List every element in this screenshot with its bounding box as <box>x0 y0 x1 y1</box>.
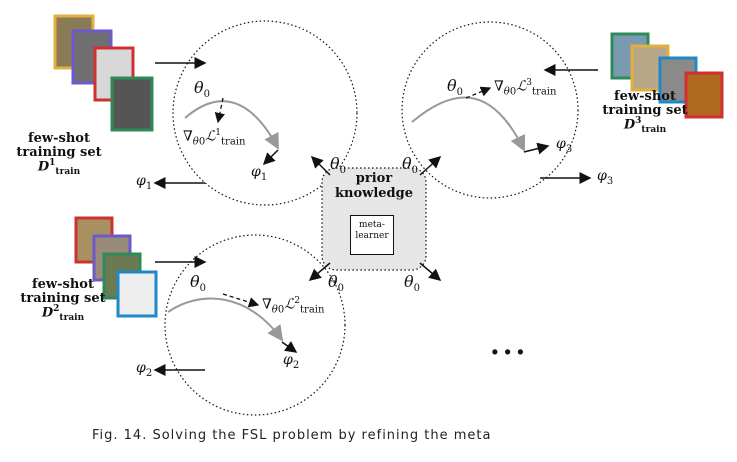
phi-output-label-3: φ3 <box>597 168 614 187</box>
theta-label-prior-tl: θ0 <box>330 154 347 177</box>
training-set-title-2: few-shot training set <box>20 277 106 306</box>
phi-label-circle-1: φ1 <box>251 164 268 183</box>
dataset-symbol-2: D2train <box>41 304 85 324</box>
theta-label-circle-3: θ0 <box>447 76 464 99</box>
training-set-label-1: few-shot training set D1train <box>8 132 110 178</box>
prior-knowledge-label: prior knowledge <box>335 171 413 201</box>
training-images-1 <box>53 14 154 132</box>
figure-caption: Fig. 14. Solving the FSL problem by refi… <box>92 428 492 443</box>
gradient-label-1: ∇θ0ℒ1train <box>183 128 246 148</box>
phi-label-circle-2: φ2 <box>283 352 300 371</box>
phi-label-circle-3: φ3 <box>556 136 573 155</box>
more-tasks-ellipsis: ... <box>490 328 529 361</box>
trajectory-curve-1 <box>184 100 279 150</box>
dataset-symbol-1: D1train <box>37 158 81 178</box>
gradient-label-3: ∇θ0ℒ3train <box>494 78 557 98</box>
prior-arrow-br <box>419 262 442 281</box>
theta-label-prior-bl: θ0 <box>328 272 345 295</box>
theta-label-prior-tr: θ0 <box>402 154 419 177</box>
theta-label-prior-br: θ0 <box>404 272 421 295</box>
gradient-label-2: ∇θ0ℒ2train <box>262 296 325 316</box>
gradient-arrow-2 <box>222 293 260 308</box>
training-set-title-1: few-shot training set <box>16 131 102 160</box>
prior-arrow-tl <box>310 155 331 176</box>
training-set-label-2: few-shot training set D2train <box>12 278 114 324</box>
prior-arrow-bl <box>308 262 331 281</box>
phi-arrow-1 <box>262 149 279 166</box>
circle-task-3 <box>401 21 579 199</box>
phi-output-label-2: φ2 <box>136 360 153 379</box>
prior-arrow-tr <box>419 155 442 176</box>
trajectory-curve-2 <box>167 297 284 342</box>
dataset-symbol-3: D3train <box>623 116 667 136</box>
phi-arrow-2 <box>281 341 298 353</box>
theta-label-circle-2: θ0 <box>190 272 207 295</box>
training-images-2 <box>74 216 158 318</box>
training-images-3 <box>610 32 724 119</box>
phi-arrow-3 <box>523 142 550 155</box>
circle-task-1 <box>172 20 358 206</box>
training-set-label-3: few-shot training set D3train <box>590 90 700 136</box>
meta-learner-box: meta- learner <box>350 215 394 255</box>
gradient-arrow-3 <box>465 86 492 99</box>
trajectory-curve-3 <box>411 96 526 152</box>
circle-task-2 <box>164 234 346 416</box>
theta-label-circle-1: θ0 <box>194 78 211 101</box>
training-set-title-3: few-shot training set <box>602 89 688 118</box>
phi-output-label-1: φ1 <box>136 173 153 192</box>
